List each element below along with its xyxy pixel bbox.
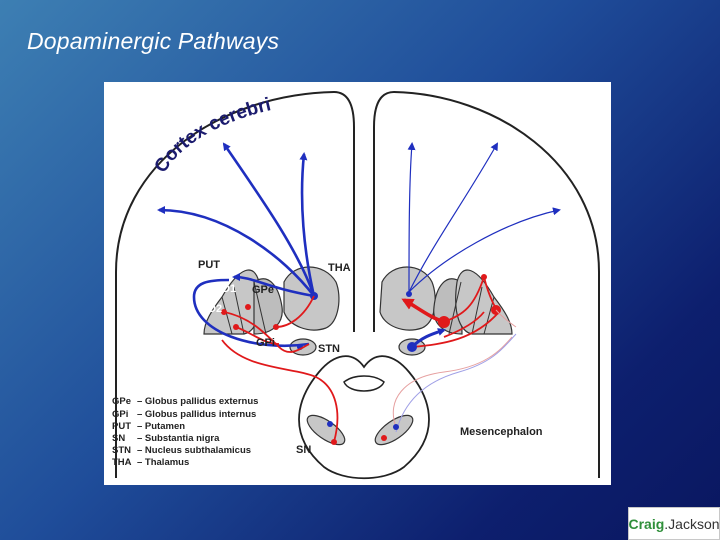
logo-part-2: .Jackson	[664, 515, 720, 532]
right-faint-pathways	[392, 309, 517, 433]
legend-desc-3: – Substantia nigra	[137, 433, 220, 444]
label-sn: SN	[296, 444, 311, 456]
legend-desc-0: – Globus pallidus externus	[137, 396, 258, 407]
slide-title: Dopaminergic Pathways	[27, 28, 280, 54]
legend-abbr-1: GPi	[112, 409, 128, 420]
label-d2: D2	[208, 303, 222, 315]
mesencephalon-outline	[298, 355, 430, 480]
right-substantia-nigra	[374, 414, 414, 446]
label-gpi: GPi	[256, 337, 275, 349]
right-putamen	[455, 269, 513, 335]
label-d1: D1	[222, 283, 236, 295]
legend-desc-1: – Globus pallidus internus	[137, 409, 256, 420]
label-tha: THA	[328, 262, 351, 274]
label-stn: STN	[318, 343, 340, 355]
legend-abbr-4: STN	[112, 445, 131, 456]
basal-ganglia-diagram: Cortex cerebri PUT THA D1 D2 GPe GPi STN…	[112, 90, 600, 480]
right-hemisphere-outline	[373, 90, 600, 478]
left-hemisphere-outline	[115, 90, 355, 478]
aqueduct	[343, 375, 385, 392]
label-mesencephalon: Mesencephalon	[460, 426, 543, 438]
craig-jackson-logo: Craig.Jackson	[628, 507, 720, 540]
legend-desc-2: – Putamen	[137, 421, 185, 432]
legend-abbr-5: THA	[112, 457, 132, 468]
cortex-cerebri-label: Cortex cerebri	[150, 94, 273, 176]
legend-abbr-2: PUT	[112, 421, 131, 432]
right-blue-pathways	[407, 142, 561, 293]
left-red-pathways	[221, 295, 339, 443]
label-put: PUT	[198, 259, 220, 271]
label-gpe: GPe	[252, 284, 274, 296]
legend-desc-4: – Nucleus subthalamicus	[137, 445, 251, 456]
legend-abbr-0: GPe	[112, 396, 131, 407]
logo-part-1: Craig	[628, 515, 665, 532]
left-blue-pathways	[157, 142, 316, 348]
diagram-panel: Cortex cerebri PUT THA D1 D2 GPe GPi STN…	[104, 82, 611, 485]
legend-abbr-3: SN	[112, 433, 125, 444]
legend: GPe – Globus pallidus externus GPi – Glo…	[112, 396, 258, 468]
legend-desc-5: – Thalamus	[137, 457, 189, 468]
